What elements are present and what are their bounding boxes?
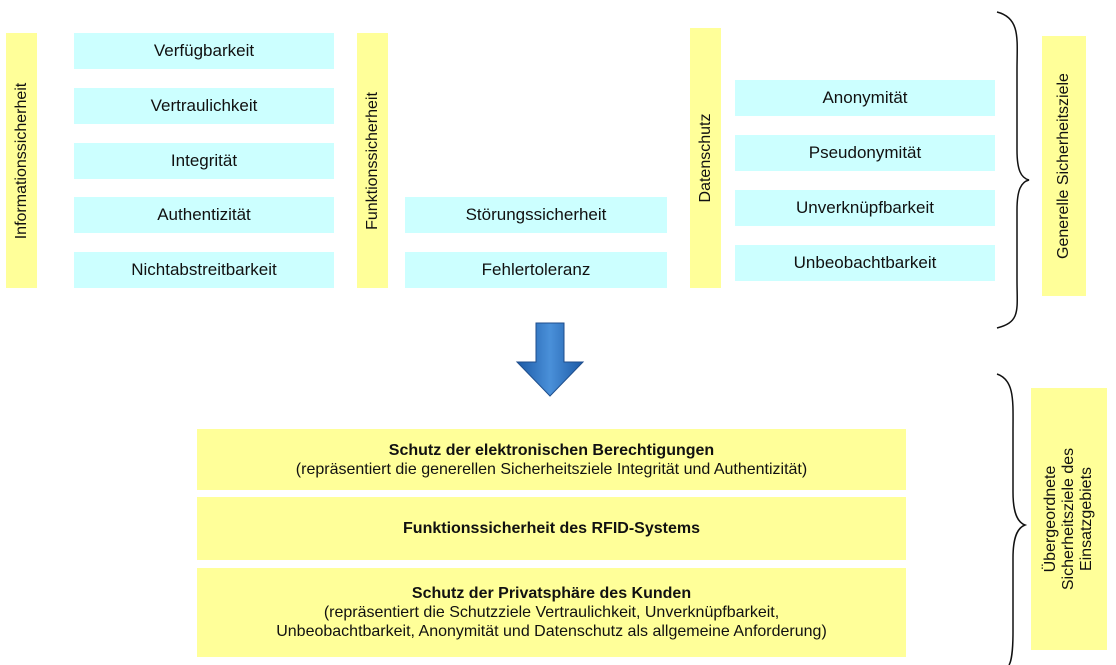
label-generelle-sicherheitsziele: Generelle Sicherheitsziele bbox=[1042, 36, 1086, 296]
goal-title: Funktionssicherheit des RFID-Systems bbox=[403, 520, 700, 537]
label-line: Übergeordnete bbox=[1042, 465, 1059, 573]
goal-stoerungssicherheit: Störungssicherheit bbox=[405, 197, 667, 233]
goal-authentizitaet: Authentizität bbox=[74, 197, 334, 233]
label-line: Sicherheitsziele des bbox=[1060, 447, 1077, 591]
label-line: Einsatzgebiets bbox=[1078, 466, 1095, 572]
group-label-text: Datenschutz bbox=[696, 113, 714, 203]
goal-box-privatsphaere: Schutz der Privatsphäre des Kunden (repr… bbox=[197, 568, 906, 657]
goal-vertraulichkeit: Vertraulichkeit bbox=[74, 88, 334, 124]
goal-unverknuepfbarkeit: Unverknüpfbarkeit bbox=[735, 190, 995, 226]
group-label-funktionssicherheit: Funktionssicherheit bbox=[357, 33, 388, 288]
brace-general bbox=[996, 11, 1030, 329]
brace-overarching bbox=[996, 373, 1028, 665]
goal-box-berechtigungen: Schutz der elektronischen Berechtigungen… bbox=[197, 429, 906, 490]
group-label-informationssicherheit: Informationssicherheit bbox=[6, 33, 37, 288]
label-text: Übergeordnete Sicherheitsziele des Einsa… bbox=[1042, 448, 1096, 590]
goal-integritaet: Integrität bbox=[74, 143, 334, 179]
goal-title: Schutz der elektronischen Berechtigungen bbox=[388, 441, 715, 459]
goal-anonymitaet: Anonymität bbox=[735, 80, 995, 116]
goal-nichtabstreitbarkeit: Nichtabstreitbarkeit bbox=[74, 252, 334, 288]
goal-desc: (repräsentiert die Schutzziele Vertrauli… bbox=[323, 604, 780, 621]
goal-desc: (repräsentiert die generellen Sicherheit… bbox=[295, 460, 808, 478]
down-arrow-icon bbox=[515, 322, 585, 397]
label-text: Generelle Sicherheitsziele bbox=[1055, 73, 1072, 259]
goal-title: Schutz der Privatsphäre des Kunden bbox=[411, 585, 692, 602]
goal-desc: Unbeobachtbarkeit, Anonymität und Datens… bbox=[276, 623, 827, 640]
group-label-text: Informationssicherheit bbox=[12, 82, 30, 239]
group-label-text: Funktionssicherheit bbox=[363, 91, 381, 230]
group-label-datenschutz: Datenschutz bbox=[690, 28, 721, 288]
goal-unbeobachtbarkeit: Unbeobachtbarkeit bbox=[735, 245, 995, 281]
label-uebergeordnete-sicherheitsziele: Übergeordnete Sicherheitsziele des Einsa… bbox=[1031, 388, 1107, 650]
goal-pseudonymitaet: Pseudonymität bbox=[735, 135, 995, 171]
goal-box-funktionssicherheit: Funktionssicherheit des RFID-Systems bbox=[197, 497, 906, 560]
goal-verfuegbarkeit: Verfügbarkeit bbox=[74, 33, 334, 69]
goal-fehlertoleranz: Fehlertoleranz bbox=[405, 252, 667, 288]
